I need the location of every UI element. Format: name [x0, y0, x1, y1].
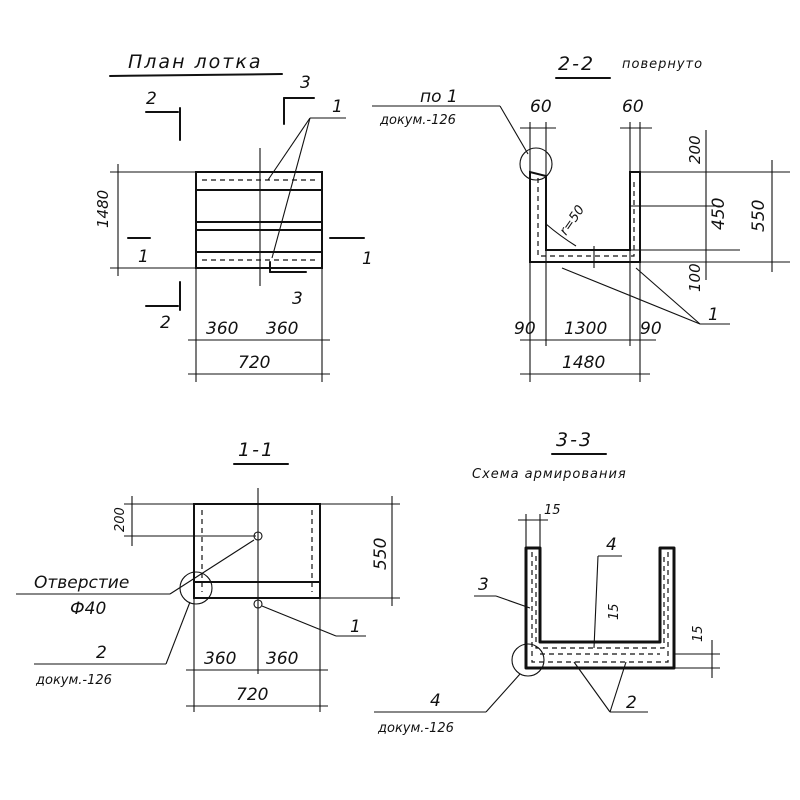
section-2-2-dim-90-right: 90: [640, 319, 662, 339]
section-2-2-profile: [529, 170, 641, 263]
plan-section-mark-3-bottom: 3: [292, 289, 303, 309]
section-1-1-dim-200: 200: [113, 507, 128, 532]
section-1-1-callout-1-leader: [261, 605, 337, 637]
plan-title: План лотка: [128, 51, 263, 73]
plan-view: План лотка 2 3 2 3 1 1 1: [94, 51, 373, 382]
plan-section-mark-3-top: 3: [300, 73, 311, 93]
section-1-1-hole-leader: [169, 539, 255, 595]
section-2-2-note: повернуто: [622, 57, 703, 72]
section-2-2-dim-90-left: 90: [514, 319, 536, 339]
section-2-2-radius: r=50: [557, 203, 588, 238]
section-2-2-view: 2-2 повернуто по 1 докум.-126 r=50 60 60…: [372, 53, 790, 382]
section-2-2-title: 2-2: [558, 53, 595, 75]
section-1-1-hole-size: Ф40: [70, 599, 106, 619]
section-2-2-dim-550: 550: [749, 200, 769, 232]
section-3-3-callout-2-leader-b: [609, 661, 627, 713]
plan-outline: [195, 171, 323, 269]
section-3-3-dim-15-top: 15: [544, 503, 561, 518]
plan-callout-1: 1: [332, 97, 343, 117]
plan-dim-half-right: 360: [266, 319, 298, 339]
section-1-1-title: 1-1: [238, 439, 275, 461]
section-3-3-view: 3-3 Схема армирования 15 3 4 15 15 2: [374, 429, 720, 736]
section-3-3-detail-circle: [511, 643, 545, 677]
section-2-2-dim-450: 450: [709, 198, 729, 230]
section-3-3-callout-4: 4: [606, 535, 617, 555]
section-1-1-ref-bottom: докум.-126: [35, 673, 112, 688]
section-3-3-ref-top: 4: [430, 691, 441, 711]
section-2-2-fillet: [545, 223, 577, 247]
section-1-1-ref-leader: [165, 601, 191, 665]
plan-section-mark-2-bottom: 2: [160, 313, 171, 333]
section-3-3-dim-15-mid: 15: [607, 603, 622, 620]
plan-section-mark-2-top: 2: [146, 89, 157, 109]
section-3-3-callout-3-leader: [495, 595, 531, 609]
section-1-1-view: 1-1 Отверстие Ф40 2 докум.-126 200 550 1: [16, 439, 400, 712]
section-3-3-profile: [524, 546, 676, 670]
section-3-3-callout-4-leader: [593, 555, 599, 649]
section-3-3-title: 3-3: [556, 429, 593, 451]
section-1-1-outline: [193, 503, 321, 599]
section-1-1-callout-1: 1: [350, 617, 361, 637]
section-1-1-hole-label: Отверстие: [34, 573, 129, 593]
section-3-3-ref-leader: [485, 673, 521, 713]
section-2-2-detail-circle: [519, 147, 553, 181]
section-3-3-dim-15-right: 15: [691, 625, 706, 642]
section-2-2-dim-1300: 1300: [564, 319, 607, 339]
section-2-2-dim-wall-left: 60: [530, 97, 552, 117]
section-3-3-rebar-inner: [535, 556, 665, 649]
plan-dim-total: 720: [238, 353, 270, 373]
plan-callout-1-leader-a: [267, 117, 311, 181]
section-3-3-callout-3: 3: [478, 575, 489, 595]
plan-dim-half-left: 360: [206, 319, 238, 339]
plan-dim-height: 1480: [94, 190, 112, 228]
section-2-2-callout-1-leader-a: [561, 267, 701, 325]
section-3-3-ref-bottom: докум.-126: [377, 721, 454, 736]
plan-section-mark-1-left: 1: [138, 247, 149, 267]
section-2-2-dim-1480: 1480: [562, 353, 605, 373]
section-2-2-dim-wall-right: 60: [622, 97, 644, 117]
section-2-2-rebar: [537, 178, 635, 257]
plan-title-underline: [109, 73, 283, 77]
section-2-2-ref-top: по 1: [420, 87, 458, 107]
plan-section-mark-1-right: 1: [362, 249, 373, 269]
section-2-2-ref-leader: [499, 105, 529, 155]
section-3-3-callout-2-leader-a: [573, 661, 611, 713]
section-1-1-dim-550: 550: [371, 538, 391, 570]
plan-callout-1-leader-b: [271, 117, 311, 259]
section-2-2-callout-1: 1: [708, 305, 719, 325]
section-3-3-rebar-outer: [531, 552, 669, 663]
section-2-2-callout-1-leader-b: [635, 267, 701, 325]
section-1-1-ref-top: 2: [96, 643, 107, 663]
section-3-3-subtitle: Схема армирования: [472, 467, 627, 482]
section-2-2-dim-100: 100: [686, 263, 704, 292]
section-1-1-dim-half-left: 360: [204, 649, 236, 669]
section-2-2-dim-200: 200: [686, 135, 704, 164]
section-2-2-ref-bottom: докум.-126: [379, 113, 456, 128]
section-1-1-dim-half-right: 360: [266, 649, 298, 669]
section-3-3-callout-2: 2: [626, 693, 637, 713]
section-1-1-dim-total: 720: [236, 685, 268, 705]
